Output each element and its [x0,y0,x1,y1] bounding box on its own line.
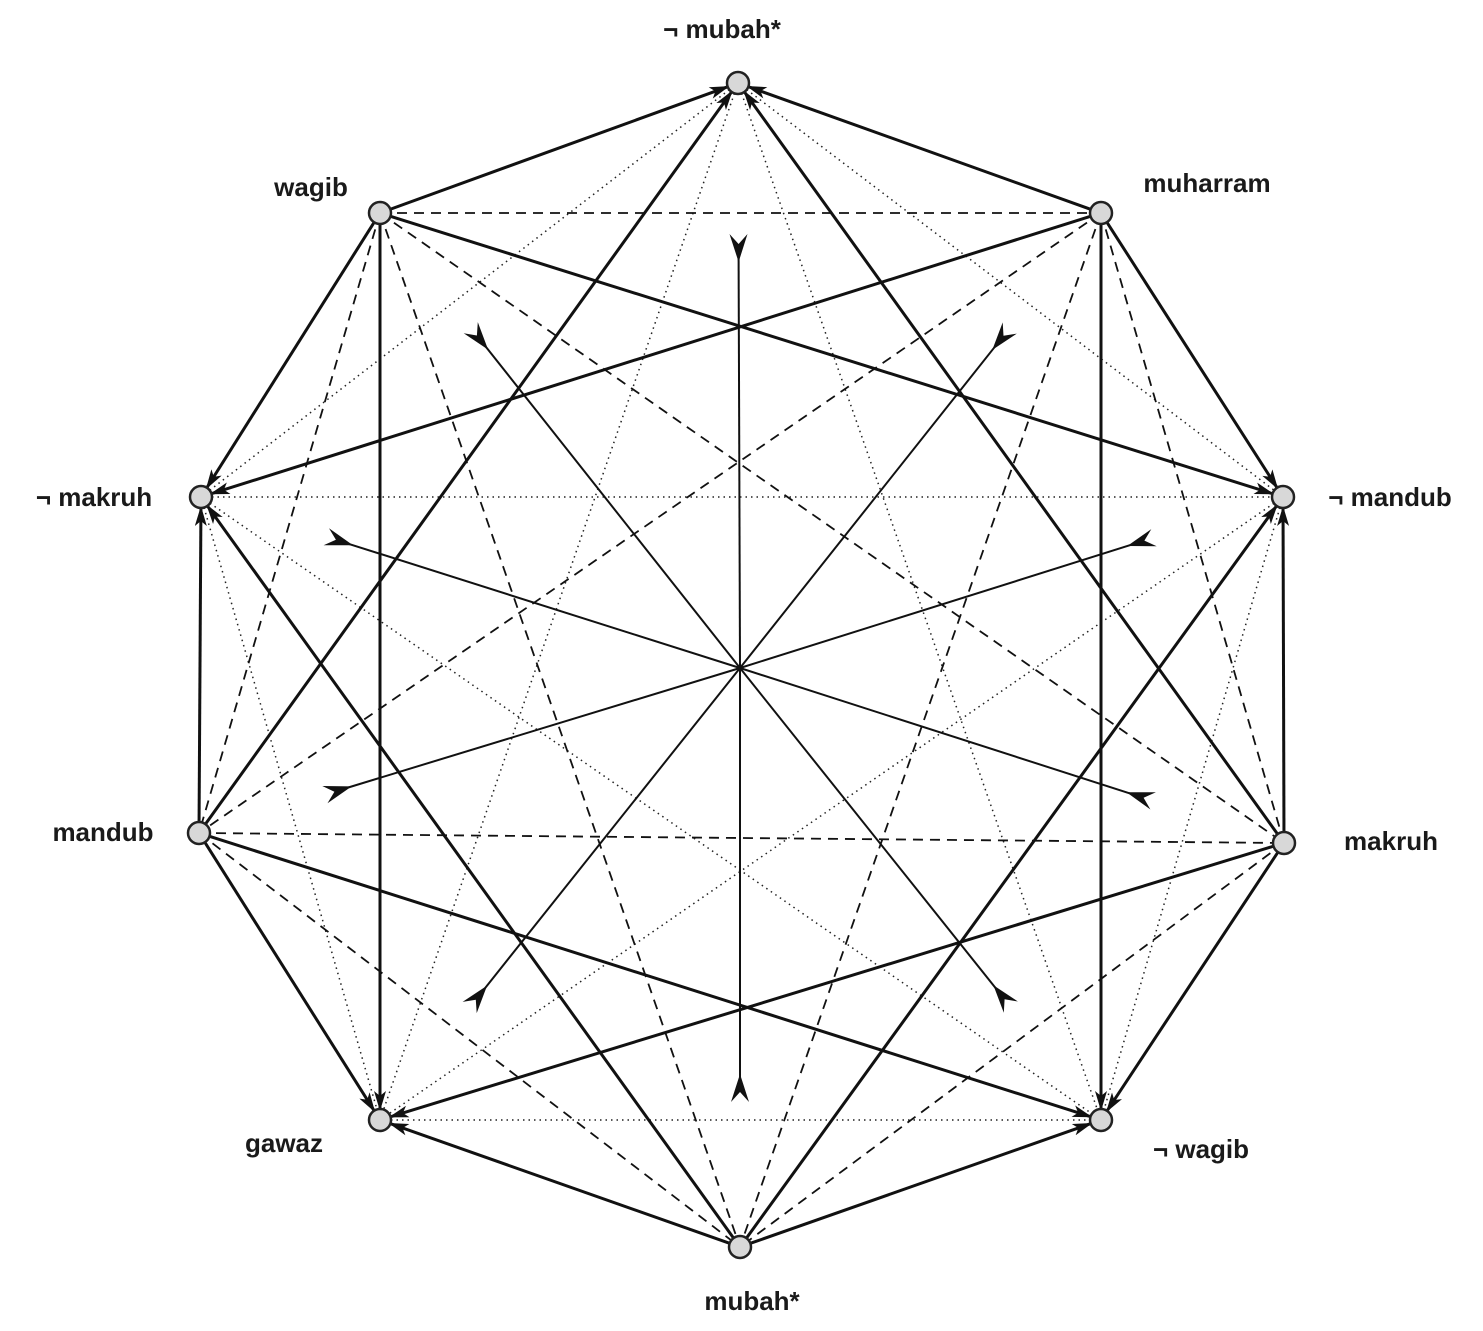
contradictory-ray-K [739,667,1131,795]
node-label: ¬ mandub [1328,482,1452,512]
node-M [1088,200,1114,226]
contradictory-ray-W [484,345,741,669]
ray-arrowhead-icon [323,528,353,546]
contrary-edge-W-Md [198,212,381,834]
ray-arrowhead-icon [731,1074,749,1102]
node-label: mubah* [704,1286,800,1316]
implication-arrow-Md-NK [194,505,207,823]
implication-arrow-M-NK [209,214,1091,496]
node-label: ¬ mubah* [663,14,782,44]
implication-edges [194,84,1290,1245]
subcontrary-edge-A-NK [200,82,739,498]
node-NW [1088,1107,1114,1133]
implication-arrow-Md-G [203,841,376,1113]
contrary-edge-M-B [739,212,1102,1248]
node-NMd [1270,484,1296,510]
contrary-edge-M-K [1100,212,1285,844]
implication-arrow-Md-A [204,90,734,825]
ray-arrowhead-icon [463,322,489,350]
ray-arrowhead-icon [1126,792,1156,810]
implication-arrow-B-NMd [745,504,1279,1239]
implication-arrow-K-A [742,90,1279,835]
node-label: makruh [1344,826,1438,856]
contradictory-rays [322,234,1157,1102]
subcontrary-edge-A-G [379,82,739,1121]
implication-arrow-B-NW [749,1121,1093,1245]
subcontrary-edges [200,82,1284,1121]
implication-arrow-M-A [746,84,1092,211]
implication-arrow-W-NK [205,221,376,490]
subcontrary-edge-NK-NW [200,496,1102,1121]
ray-arrowhead-icon [322,786,352,804]
contrary-edge-K-B [739,842,1285,1248]
node-K [1271,830,1297,856]
node-label: wagib [273,172,348,202]
node-B [727,1234,753,1260]
node-label: ¬ makruh [36,482,152,512]
nodes [186,70,1297,1260]
node-label: ¬ wagib [1153,1134,1249,1164]
node-label: mandub [52,817,153,847]
implication-arrow-K-G [388,844,1274,1119]
contradictory-ray-NW [739,667,997,989]
implication-arrow-W-NMd [390,214,1275,496]
node-label: gawaz [245,1128,323,1158]
ray-arrowhead-icon [992,322,1017,350]
contrary-edges [198,212,1285,1248]
implication-arrow-K-NMd [1277,505,1290,833]
contrary-edge-W-K [379,212,1285,844]
contradictory-ray-G [483,667,741,990]
node-G [367,1107,393,1133]
contrary-edge-M-Md [198,212,1102,834]
subcontrary-edge-NMd-G [379,496,1284,1121]
node-Md [186,820,212,846]
implication-arrow-Md-NW [209,834,1093,1119]
ray-arrowhead-icon [1127,529,1157,547]
contradictory-ray-NK [348,543,741,669]
ray-arrowhead-icon [462,985,488,1014]
contradictory-ray-M [739,346,996,669]
node-A [725,70,751,96]
subcontrary-edge-A-NMd [737,82,1284,498]
implication-arrow-B-NK [205,504,735,1239]
implication-arrow-B-G [388,1121,731,1245]
contrary-edge-Md-K [198,832,1285,844]
node-label: muharram [1143,168,1270,198]
contradictory-ray-NMd [739,543,1132,669]
contradictory-ray-Md [347,667,741,789]
implication-arrow-M-NMd [1105,221,1279,490]
contradictory-ray-A [737,257,741,669]
implication-arrow-W-A [389,85,730,211]
contrary-edge-Md-B [198,832,741,1248]
subcontrary-edge-NK-G [200,496,381,1121]
ray-arrowhead-icon [729,234,748,262]
implication-arrow-K-NW [1105,851,1280,1113]
subcontrary-edge-NMd-NW [1100,496,1284,1121]
node-NK [188,484,214,510]
contrary-edge-W-B [379,212,741,1248]
ray-arrowhead-icon [993,985,1018,1013]
labels: ¬ mubah* wagib muharram ¬ makruh ¬ mandub man… [36,14,1452,1316]
node-W [367,200,393,226]
